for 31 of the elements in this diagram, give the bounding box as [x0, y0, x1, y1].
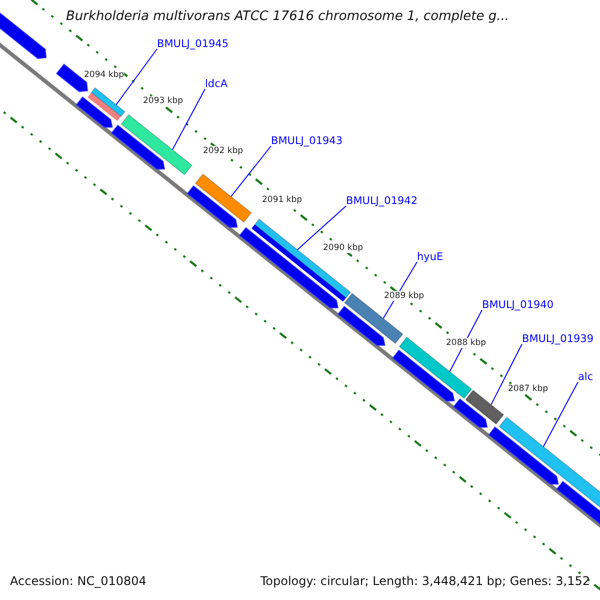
gene-bar	[120, 114, 193, 176]
gene-label: alc	[578, 371, 594, 383]
leader-line	[542, 382, 578, 448]
scale-label: 2094 kbp	[84, 70, 124, 80]
title: Burkholderia multivorans ATCC 17616 chromosome 1, complete g...	[66, 9, 509, 24]
leader-line	[230, 146, 272, 198]
leader-line	[449, 310, 482, 372]
scale-label: 2088 kbp	[446, 338, 486, 348]
scale-label: 2087 kbp	[508, 384, 548, 394]
gene-label: BMULJ_01943	[271, 135, 343, 147]
gene-bar	[344, 292, 404, 344]
gene-label: ldcA	[205, 78, 228, 90]
gene-bar	[465, 390, 504, 425]
accession-text: Accession: NC_010804	[10, 574, 146, 588]
scale-label: 2089 kbp	[384, 291, 424, 301]
gene-bar	[90, 87, 126, 117]
gene-bar	[194, 174, 252, 223]
scale-label: 2091 kbp	[262, 195, 302, 205]
leader-line	[116, 48, 158, 106]
scale-label: 2093 kbp	[143, 96, 184, 106]
gene-label: hyuE	[417, 251, 444, 263]
leader-line	[490, 344, 522, 406]
scale-label: 2090 kbp	[323, 243, 364, 253]
gene-bar	[398, 336, 472, 399]
gene-label: BMULJ_01939	[522, 333, 594, 345]
summary-text: Topology: circular; Length: 3,448,421 bp; Genes: 3,152	[260, 574, 590, 588]
leader-line	[172, 88, 206, 150]
gene-label: BMULJ_01945	[157, 38, 229, 50]
scale-label: 2092 kbp	[203, 146, 244, 156]
gene-label: BMULJ_01940	[482, 299, 554, 311]
gene-label: BMULJ_01942	[346, 195, 418, 207]
